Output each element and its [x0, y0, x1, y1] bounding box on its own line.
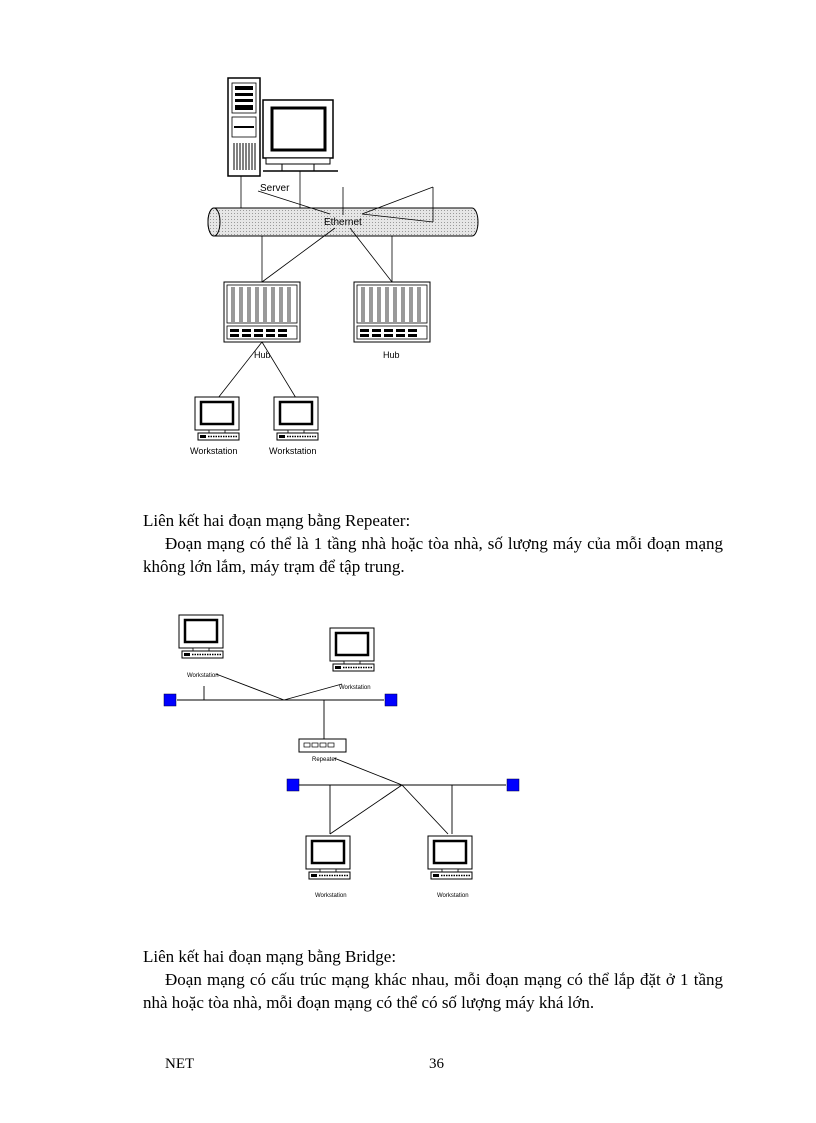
- page-number: 36: [429, 1056, 444, 1072]
- repeater-device-icon: [298, 738, 347, 753]
- diagram2-connections: [177, 673, 506, 835]
- section-heading: Liên kết hai đoạn mạng bằng Bridge:: [143, 947, 397, 966]
- workstation-label: Workstation: [187, 673, 219, 679]
- footer-label: NET: [165, 1056, 195, 1072]
- workstation-label: Workstation: [339, 685, 371, 691]
- hub-label: Hub: [254, 350, 271, 360]
- section-heading: Liên kết hai đoạn mạng bằng Repeater:: [143, 511, 411, 530]
- server-monitor-icon: [262, 99, 338, 172]
- diagram-repeater-segments: Workstation Workstation Repeater Worksta…: [163, 613, 520, 899]
- workstation-label: Workstation: [269, 446, 316, 456]
- ethernet-label: Ethernet: [324, 217, 362, 228]
- server-tower-icon: [227, 77, 261, 177]
- workstation-label: Workstation: [437, 893, 469, 899]
- terminator-icon: [506, 778, 520, 792]
- diagram-ethernet-hubs: Server Ethernet: [190, 77, 479, 456]
- section-bridge: Liên kết hai đoạn mạng bằng Bridge: Đoạn…: [143, 945, 723, 1014]
- hub-icon: [223, 281, 301, 343]
- workstation-icon: [304, 834, 352, 881]
- section-repeater: Liên kết hai đoạn mạng bằng Repeater: Đo…: [143, 509, 723, 578]
- diagram1-connections: [217, 171, 434, 399]
- terminator-icon: [384, 693, 398, 707]
- workstation-icon: [193, 395, 241, 442]
- workstation-label: Workstation: [315, 893, 347, 899]
- section-paragraph: Đoạn mạng có cấu trúc mạng khác nhau, mỗ…: [143, 970, 723, 1012]
- workstation-icon: [177, 613, 225, 660]
- workstation-icon: [328, 626, 376, 673]
- workstation-icon: [272, 395, 320, 442]
- hub-label: Hub: [383, 350, 400, 360]
- repeater-label: Repeater: [312, 757, 337, 763]
- terminator-icon: [286, 778, 300, 792]
- ethernet-backbone: [207, 207, 479, 237]
- server-label: Server: [260, 183, 290, 194]
- section-paragraph: Đoạn mạng có thể là 1 tầng nhà hoặc tòa …: [143, 534, 723, 576]
- terminator-icon: [163, 693, 177, 707]
- hub-icon: [353, 281, 431, 343]
- workstation-icon: [426, 834, 474, 881]
- workstation-label: Workstation: [190, 446, 237, 456]
